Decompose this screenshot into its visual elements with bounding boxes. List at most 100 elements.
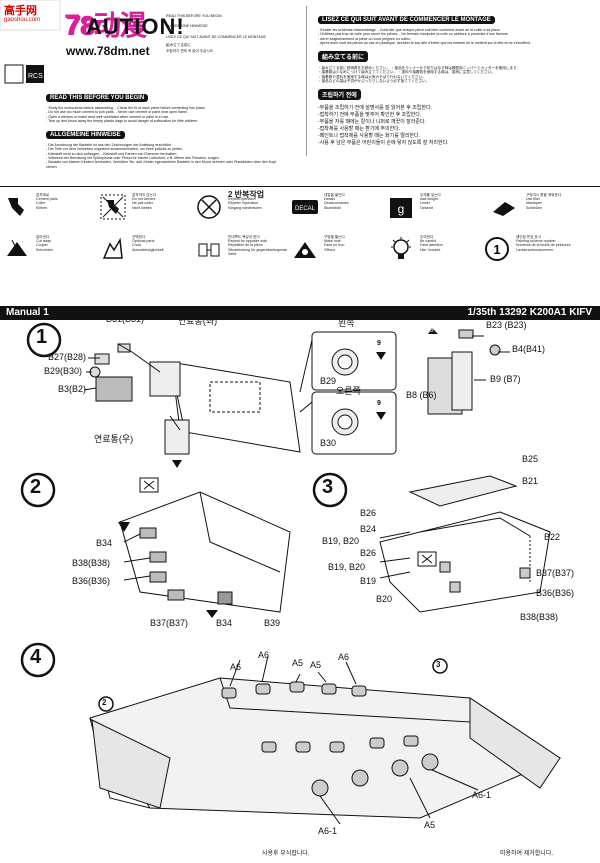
step-1-label-3: B29(B30) [44,366,83,376]
lisez-line-1: - N'utilisez pas trop de colle pour réun… [318,32,509,37]
step-3-drawing [312,472,551,613]
de-line-0: - Die Anordnung der Bauteile ist aus den… [46,143,173,148]
lisez-line-3: - Après avoir sorti les pièces du sac en… [318,40,531,45]
step-2-label-3: B37(B37) [150,618,189,628]
step-2-label-0: B34 [96,538,113,548]
step-2-label-2: B36(B36) [72,576,111,586]
svg-text:DECAL: DECAL [295,206,316,212]
caution-sub-read: READ THIS BEFORE YOU BEGIN [166,14,222,18]
opposite-icon [198,243,220,257]
de-line-3: - Während der Bemalung mit Spritzpistole… [46,156,220,161]
box-art-icon: RCS [4,64,44,84]
step-1-fuel-label-2: B4(B41) [512,344,546,354]
svg-text:RCS: RCS [28,73,43,80]
step-4-label-3: A5 [310,660,322,670]
step-3: 3 B25 B21 B26 B24 B19, B20 B22 B26 B19, … [300,454,600,632]
kr-line-5: -사용 후 남은 부품은 어린이들이 손에 닿지 않도록 잘 처리한다. [318,140,449,147]
hole-icon [294,242,316,258]
lisez-line-2: - Aérer soigneusement la pièce où vous p… [318,36,411,41]
read-this-block: READ THIS BEFORE YOU BEGIN - Study the i… [46,86,286,169]
read-this-header: READ THIS BEFORE YOU BEGIN [46,94,149,102]
jp-header: 組み立てる前に [318,51,369,63]
step-3-label-3: B24 [360,524,377,534]
right-top-block: LISEZ CE QUI SUIT AVANT DE COMMENCER LE … [318,8,594,147]
step-1-label-1: 연료통(좌) [178,316,218,326]
step-3-label-5: B22 [544,532,561,542]
caution-sub-jp: 組み立てる前に [166,42,192,47]
cement-icon [8,198,24,216]
watermark-graphic-icon: 7 8 [0,0,95,42]
step-2-drawing [20,472,291,618]
caution-word: AUTION! [86,14,185,39]
step-2-label-1: B38(B38) [72,558,111,568]
careful-icon [391,237,411,259]
step-1-fuel-label-4: B8 (B6) [406,390,437,400]
manual-title: Manual 1 [6,307,49,318]
step-3-label-6: B26 [360,548,377,558]
watermark-site-url: gaoshou.com [4,17,41,23]
kit-title: 1/35th 13292 K200A1 KIFV [467,307,592,318]
step-4-label-0: A6 [230,662,242,672]
jp-line-2: ・接着剤や塗料を使用する時は火気のそばで行わないでください。 [318,74,426,79]
caution-sub-block: READ THIS BEFORE YOU BEGIN ALLGEMEINE HI… [166,14,286,53]
de-line-4: - Bausatz von kleinen Kindern fernhalten… [46,160,277,169]
de-line-1: - Die Teile vor dem Verkleben ungeleimt … [46,147,184,152]
step-2: 2 B34 B38(B38) B36(B36) B37(B37) B34 B39 [0,472,300,632]
step-1-label-4: B3(B2) [58,384,87,394]
cut-icon [7,239,27,256]
optional-icon [102,237,123,259]
jp-line-0: ・組み立てる前に説明書をお読みください。 ・部品をランナーから切りはなす時は模型… [318,66,520,71]
kr-line-0: -부품을 조립하기 전에 설명서를 잘 읽어본 후 조립한다. [318,105,432,112]
step-3-label-11: B36(B36) [536,588,575,598]
step-2-label-5: B39 [264,618,281,628]
kr-line-1: -접착하기 전에 부품을 맞추어 확인한 후 조립한다. [318,112,422,119]
step-4-label-2: A5 [292,658,304,668]
step-4: 4 A6 A6 A5 A5 A6 A6-1 A6-1 A5 2 3 [0,638,600,844]
step-4-drawing [20,642,562,825]
step-1-inset-left-paint: 9 [377,340,381,347]
step-4-label-4: A6 [338,652,350,662]
kr-line-3: -접착제를 사용할 때는 환기에 주의한다. [318,126,401,133]
step-4-number: 4 [30,646,42,668]
step-1-label-5: 연료통(우) [94,434,134,444]
read-line-3: - Tear up and throw away the empty plast… [46,118,199,123]
caution-sub-kr: 조립하기 전에 꼭 읽어 주십시오 [166,49,213,54]
filler-icon [493,202,515,216]
caution-sub-allgemeine: ALLGEMEINE HINWEISE [166,24,208,29]
watermark-site-cn: 高手网 [4,5,37,17]
step-1-inset-right-part: B30 [320,438,337,448]
lisez-line-0: - Etudier les schémas d'assemblage. - Co… [318,28,501,32]
step-1: 1 B31(B31) 연료통(좌) B27(B28) B29(B30) B3(B… [0,314,600,472]
repeat-icon [197,195,221,219]
decal-icon: DECAL [292,200,318,214]
step-1-label-2: B27(B28) [48,352,87,362]
caution-sub-lisez: LISEZ CE QUI SUIT AVANT DE COMMENCER LE … [166,34,266,39]
jp-line-3: ・部品などの袋は子供がかぶったりしないよう必ず捨ててください。 [318,79,430,84]
step-1-inset-left-title: 왼쪽 [338,318,355,328]
de-line-2: - Klebstoff nicht zu dick auftragen. - K… [46,151,178,156]
step-2-label-4: B34 [216,618,233,628]
svg-text:8: 8 [82,14,95,41]
step-3-label-0: B25 [522,454,539,464]
manual-bar: Manual 1 1/35th 13292 K200A1 KIFV [0,306,600,320]
step-1-number: 1 [36,326,48,348]
read-line-0: - Study the instructions before assembli… [46,106,206,110]
scheme-icon: 1 [485,237,509,261]
svg-text:g: g [398,202,405,216]
no-cement-icon [100,194,126,220]
svg-text:7: 7 [64,9,81,42]
footer-note-left: 사용후 부식합니다. [262,851,310,857]
step-1-fuel-label-1: B23 (B23) [486,320,527,330]
step-3-label-9: B37(B37) [536,568,575,578]
step-1-inset-left-part: B29 [320,376,337,386]
